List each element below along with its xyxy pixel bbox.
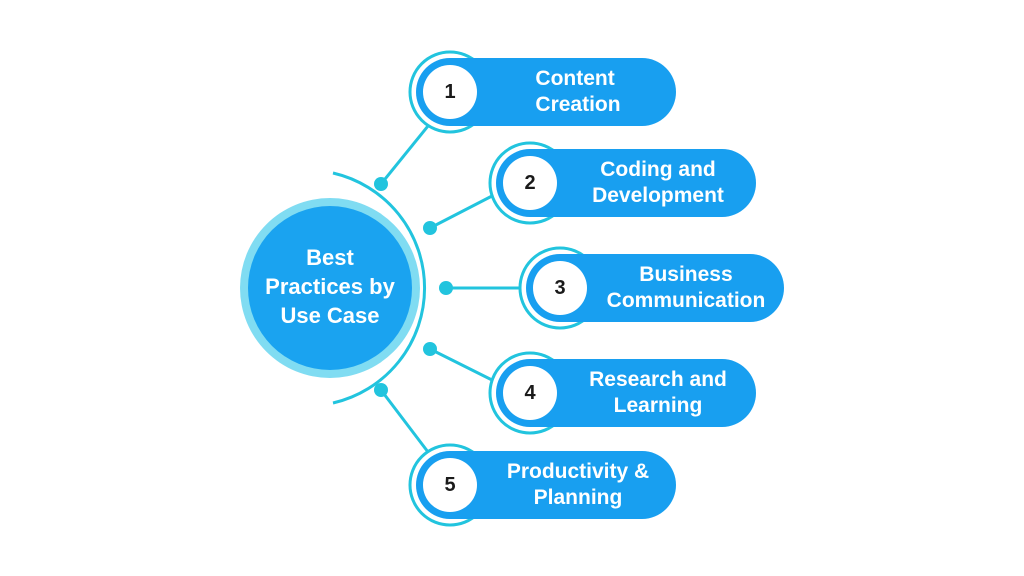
item-label-1: Content Creation — [535, 67, 621, 116]
item-number-2: 2 — [503, 156, 557, 210]
item-label-5: Productivity & Planning — [506, 460, 650, 509]
node-dot-1 — [374, 177, 388, 191]
connector-5 — [379, 389, 430, 453]
connector-4 — [429, 347, 493, 382]
node-dot-5 — [374, 383, 388, 397]
item-number-4: 4 — [503, 366, 557, 420]
item-number-1: 1 — [423, 65, 477, 119]
center-title: Best Practices by Use Case — [265, 245, 395, 328]
connector-1 — [379, 125, 430, 185]
item-label-3: Business Communication — [606, 263, 766, 312]
center-hub — [248, 206, 412, 370]
item-label-4: Research and Learning — [589, 368, 727, 417]
connector-2 — [429, 194, 493, 230]
hub-arc — [332, 171, 427, 405]
node-dot-3 — [439, 281, 453, 295]
node-dot-4 — [423, 342, 437, 356]
node-dot-2 — [423, 221, 437, 235]
item-number-3: 3 — [533, 261, 587, 315]
item-number-5: 5 — [423, 458, 477, 512]
item-label-2: Coding and Development — [592, 158, 724, 207]
